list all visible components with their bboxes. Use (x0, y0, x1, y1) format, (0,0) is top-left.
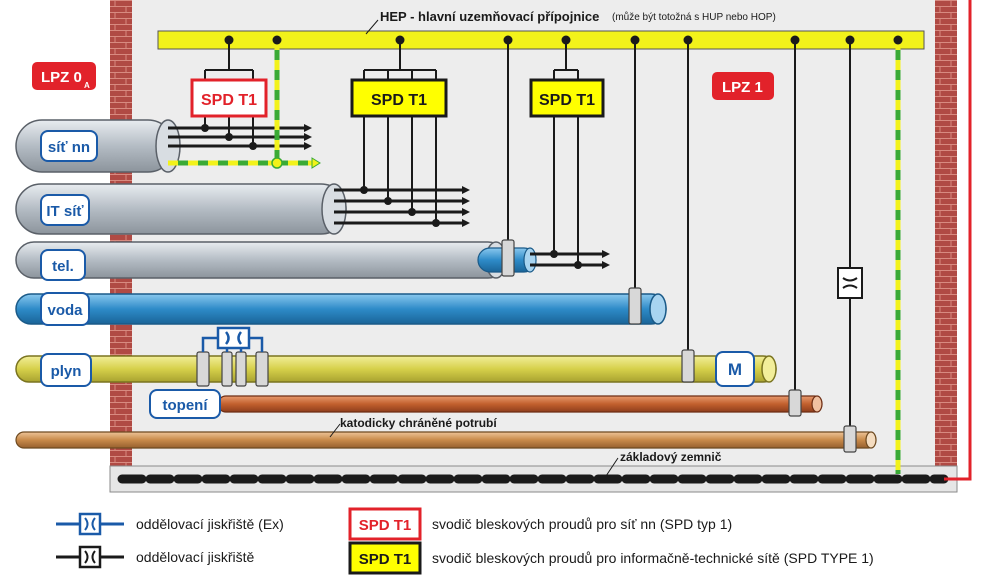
tel-conductors (530, 250, 610, 269)
voda-tag (40, 292, 90, 326)
spd-yellow-box-2: SPD T1 (529, 78, 605, 118)
legend-spd-yellow-box (348, 541, 422, 575)
legend-gap-text: oddělovací jiskřiště (136, 549, 254, 565)
hep-label: HEP - hlavní uzemňovací přípojnice (380, 9, 599, 24)
right-wall (935, 0, 957, 470)
hep-note: (může být totožná s HUP nebo HOP) (612, 11, 776, 23)
down-conductor (944, 0, 972, 481)
spark-gap-icon (837, 267, 863, 299)
pe-conductors (274, 40, 901, 474)
sit-nn-tag (40, 130, 98, 162)
pipe-plyn (15, 355, 777, 383)
pipe-it-sit (15, 183, 347, 235)
it-sit-conductors (334, 186, 470, 227)
junction-dots (201, 35, 903, 269)
katodicky-label: katodicky chráněné potrubí (340, 416, 497, 430)
sit-nn-label: síť nn (48, 139, 90, 156)
gas-meter-label: M (728, 360, 742, 379)
legend-spd-yellow-label: SPD T1 (359, 551, 412, 568)
lpz1-badge (712, 72, 774, 100)
pipe-clamps (196, 239, 857, 453)
zakladovy-label: základový zemnič (620, 450, 722, 464)
hep-busbar (157, 30, 925, 50)
spd-red-label: SPD T1 (201, 92, 257, 109)
pipe-topeni (217, 395, 823, 413)
tel-tag (40, 249, 86, 281)
lpz0-sub: A (84, 81, 90, 90)
it-sit-label: IT síť (46, 203, 84, 220)
legend-spd-red-text: svodič bleskových proudů pro síť nn (SPD… (432, 516, 732, 532)
ex-spark-gap-icon (201, 326, 264, 352)
pipe-tel (15, 241, 537, 279)
plyn-tag (40, 353, 92, 387)
legend-spd-red-box (348, 507, 422, 541)
sit-nn-conductors (168, 124, 321, 169)
lpz0-badge (32, 62, 96, 90)
pipe-katodicky (15, 431, 877, 449)
topeni-label: topení (163, 397, 209, 414)
spd-yellow-label-2: SPD T1 (539, 92, 595, 109)
bonding-conductors (204, 40, 851, 432)
lpz0-label: LPZ 0 (41, 69, 82, 86)
legend-gap-icon (56, 545, 124, 569)
spd-yellow-box-1: SPD T1 (350, 78, 448, 118)
legend: oddělovací jiskřiště (Ex) oddělovací jis… (56, 507, 874, 575)
gas-meter-tag (715, 351, 755, 387)
spd-yellow-label-1: SPD T1 (371, 92, 427, 109)
topeni-tag (149, 389, 221, 419)
left-wall (110, 0, 132, 470)
plyn-label: plyn (51, 363, 82, 380)
voda-label: voda (47, 302, 83, 319)
legend-spd-yellow-text: svodič bleskových proudů pro informačně-… (432, 550, 874, 566)
legend-ex-gap-icon (56, 512, 124, 536)
it-sit-tag (40, 194, 90, 226)
legend-spd-red-label: SPD T1 (359, 517, 412, 534)
tel-label: tel. (52, 258, 74, 275)
legend-ex-gap-text: oddělovací jiskřiště (Ex) (136, 516, 284, 532)
lpz1-label: LPZ 1 (722, 79, 763, 96)
pipe-voda (15, 293, 667, 325)
spd-red-box: SPD T1 (190, 78, 268, 118)
